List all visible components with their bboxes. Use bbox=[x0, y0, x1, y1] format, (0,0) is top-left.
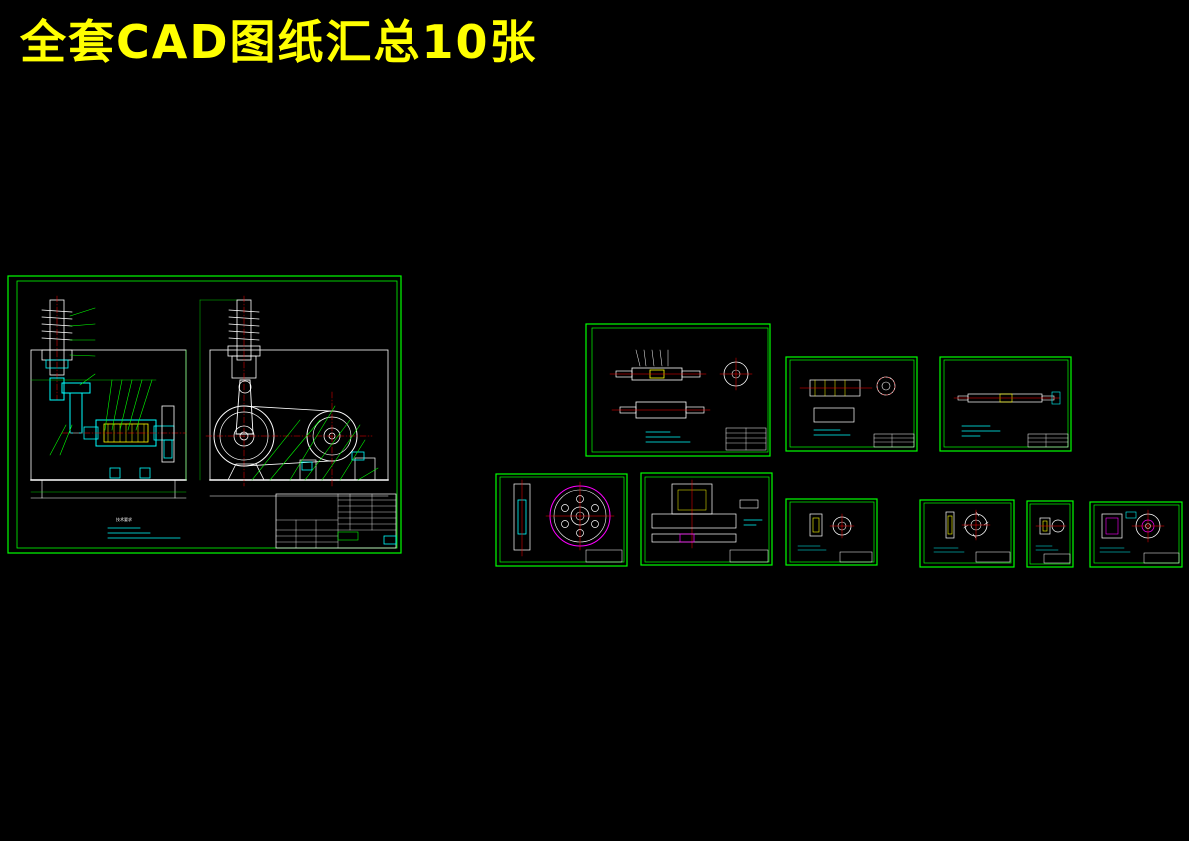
gear-drawing-sheet[interactable] bbox=[495, 473, 628, 567]
flange-drawing-sheet[interactable] bbox=[919, 499, 1015, 568]
page-title: 全套CAD图纸汇总10张 bbox=[20, 15, 538, 69]
assembly-drawing-sheet[interactable]: 技术要求 bbox=[7, 275, 402, 554]
sleeve-drawing-sheet[interactable] bbox=[785, 498, 878, 566]
roller-drawing-sheet[interactable] bbox=[785, 356, 918, 452]
shaft-drawing-sheet[interactable] bbox=[585, 323, 771, 457]
long-shaft-drawing-sheet[interactable] bbox=[939, 356, 1072, 452]
pin-drawing-sheet[interactable] bbox=[1026, 500, 1074, 568]
bracket-drawing-sheet[interactable] bbox=[640, 472, 773, 566]
svg-text:技术要求: 技术要求 bbox=[116, 516, 132, 522]
hub-drawing-sheet[interactable] bbox=[1089, 501, 1183, 568]
